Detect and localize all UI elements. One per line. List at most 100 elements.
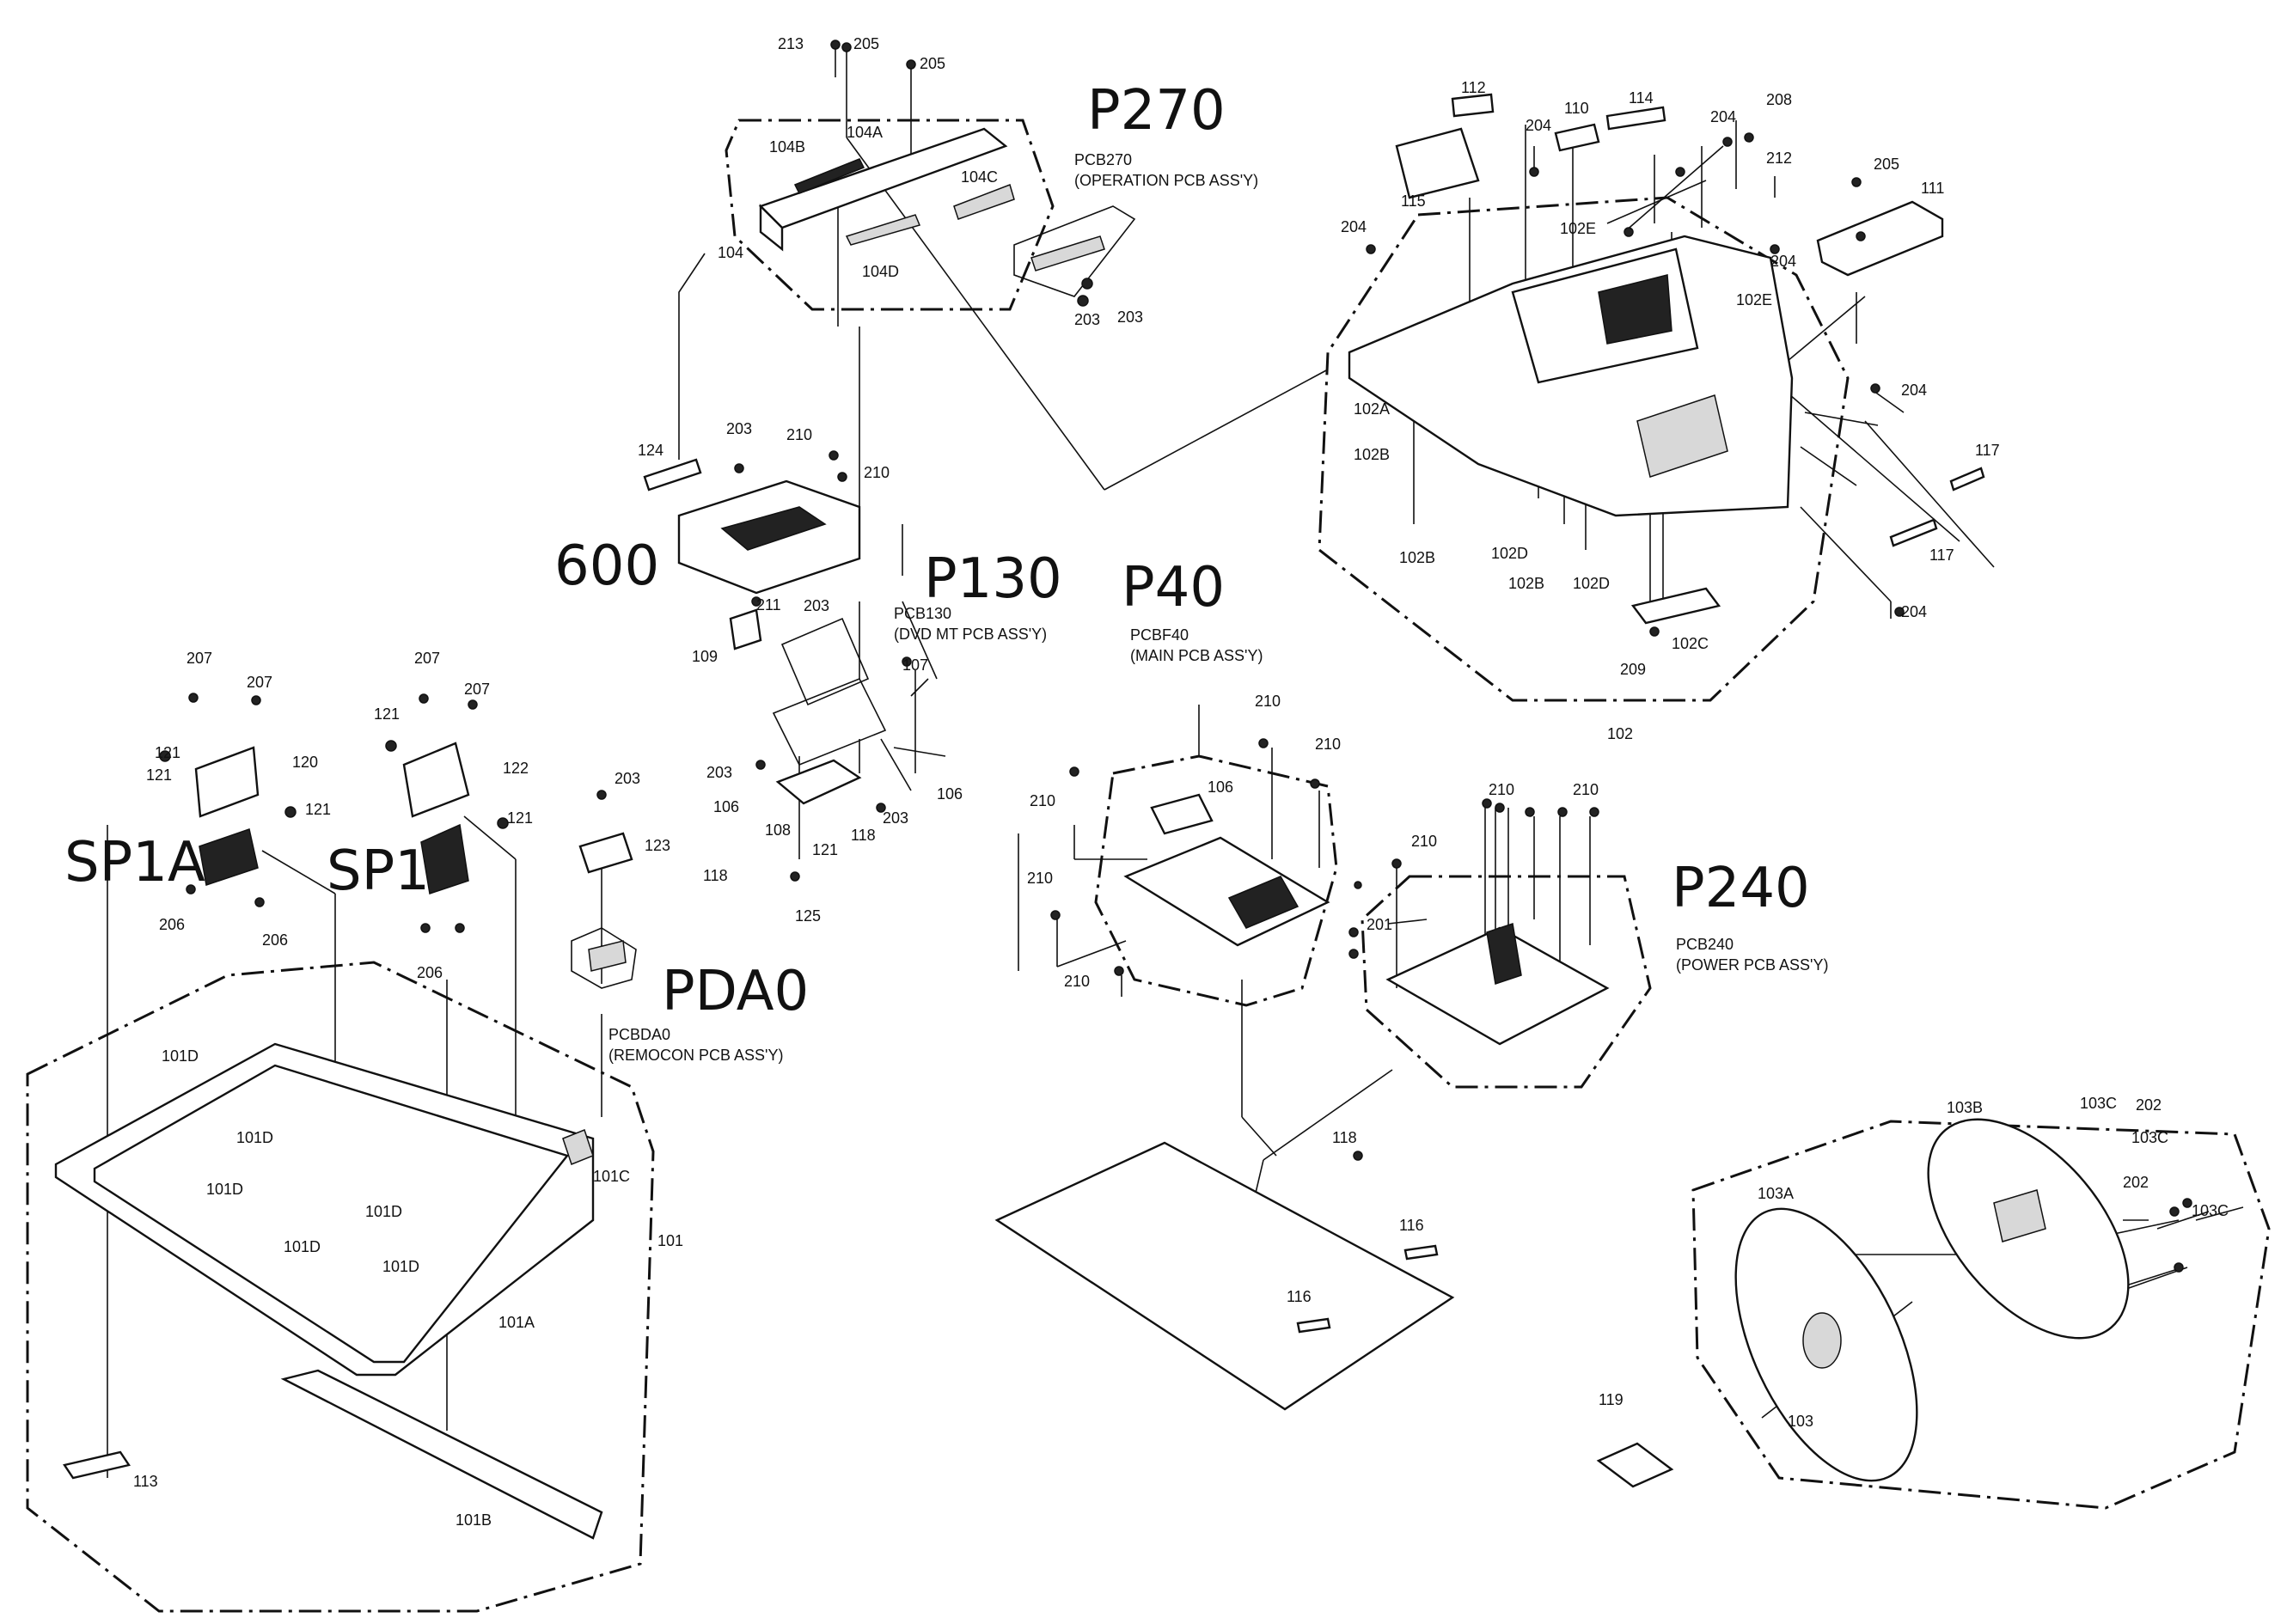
pcb270-board xyxy=(1030,235,1105,272)
boundary-102 xyxy=(1318,196,1850,702)
part-label-203b: 203 xyxy=(1117,308,1143,326)
part-115 xyxy=(1395,127,1480,199)
boundary-f40 xyxy=(1094,754,1338,1007)
part-117a xyxy=(1949,467,1985,491)
part-label-205a: 205 xyxy=(853,35,879,52)
part-label-110: 110 xyxy=(1564,100,1589,117)
part-label-116b: 116 xyxy=(1287,1288,1312,1305)
part-label-114: 114 xyxy=(1629,89,1654,107)
part-label-102b3: 102B xyxy=(1508,575,1544,592)
callout-600: 600 xyxy=(554,534,659,598)
part-label-117b: 117 xyxy=(1929,546,1954,564)
part-label-111: 111 xyxy=(1921,180,1944,197)
part-label-203d: 203 xyxy=(804,597,829,614)
part-label-102d1: 102D xyxy=(1491,545,1528,562)
part-label-103c1: 103C xyxy=(2080,1095,2117,1112)
speaker-bracket-120 xyxy=(194,746,260,818)
part-label-103c3: 103C xyxy=(2192,1202,2229,1219)
part-123 xyxy=(578,832,633,874)
part-label-210b: 210 xyxy=(864,464,890,481)
callout-p270: P270 xyxy=(1087,79,1226,143)
pcbf40-name: (MAIN PCB ASS'Y) xyxy=(1130,647,1263,664)
pcb240-name: (POWER PCB ASS'Y) xyxy=(1676,956,1828,974)
part-label-121c: 121 xyxy=(374,705,400,723)
part-119 xyxy=(1596,1442,1674,1488)
part-label-202a: 202 xyxy=(2136,1096,2162,1114)
part-label-104c: 104C xyxy=(961,168,998,186)
pcbda0-code: PCBDA0 xyxy=(608,1026,670,1043)
part-label-210a: 210 xyxy=(786,426,812,443)
callout-pda0: PDA0 xyxy=(662,960,809,1023)
pcbf40-code: PCBF40 xyxy=(1130,626,1189,644)
pcbda0-outline xyxy=(571,927,637,989)
part-112 xyxy=(1451,93,1495,118)
part-label-210e: 210 xyxy=(1030,792,1055,809)
part-label-210f: 210 xyxy=(1027,870,1053,887)
part-label-203g: 203 xyxy=(883,809,908,827)
part-label-204a: 204 xyxy=(1526,117,1551,134)
leader-lines xyxy=(107,47,2244,1478)
part-label-211: 211 xyxy=(756,596,781,614)
callout-p240: P240 xyxy=(1672,857,1810,920)
part-label-210d: 210 xyxy=(1315,736,1341,753)
callout-p40: P40 xyxy=(1122,556,1225,620)
strip-101b xyxy=(280,1369,603,1540)
part-label-204f: 204 xyxy=(1901,603,1927,620)
part-109 xyxy=(729,608,762,650)
part-label-121e: 121 xyxy=(146,766,172,784)
part-label-101d3: 101D xyxy=(206,1181,243,1198)
part-label-102e1: 102E xyxy=(1560,220,1596,237)
pcb270-outline xyxy=(1013,205,1136,297)
part-label-121b: 121 xyxy=(305,801,331,818)
part-label-207a: 207 xyxy=(187,650,212,667)
pcbf40-board xyxy=(1123,836,1330,947)
pcb130-frame xyxy=(772,677,887,766)
part-110 xyxy=(1554,123,1600,152)
part-label-121f: 121 xyxy=(812,841,838,858)
part-label-118c: 118 xyxy=(1332,1129,1357,1146)
part-label-102b1: 102B xyxy=(1354,446,1390,463)
part-label-125: 125 xyxy=(795,907,821,925)
front-cabinet-window xyxy=(93,1064,570,1364)
callout-sp1: SP1 xyxy=(327,839,430,903)
pcbda0-name: (REMOCON PCB ASS'Y) xyxy=(608,1047,783,1064)
screw-markers xyxy=(159,40,2192,1273)
part-label-103: 103 xyxy=(1788,1413,1813,1430)
part-label-121a: 121 xyxy=(155,744,180,761)
chassis-frame xyxy=(994,1141,1455,1411)
part-label-206c: 206 xyxy=(417,964,443,981)
part-label-207d: 207 xyxy=(464,681,490,698)
stand-hub xyxy=(1802,1312,1842,1369)
part-label-104: 104 xyxy=(718,244,743,261)
part-label-204c: 204 xyxy=(1341,218,1367,235)
part-label-207b: 207 xyxy=(247,674,272,691)
pcb270-code: PCB270 xyxy=(1074,151,1132,168)
part-label-201: 201 xyxy=(1367,916,1392,933)
boundary-240 xyxy=(1361,875,1652,1089)
part-label-213: 213 xyxy=(778,35,804,52)
part-label-203c: 203 xyxy=(726,420,752,437)
part-label-101b: 101B xyxy=(456,1511,492,1529)
pcb130-board xyxy=(775,759,862,805)
part-116a xyxy=(1403,1244,1439,1261)
callout-p130: P130 xyxy=(924,547,1062,611)
part-label-203a: 203 xyxy=(1074,311,1100,328)
part-label-209: 209 xyxy=(1620,661,1646,678)
pcb240-components xyxy=(1486,923,1522,985)
part-label-210i: 210 xyxy=(1489,781,1514,798)
part-label-210h: 210 xyxy=(1411,833,1437,850)
part-label-101: 101 xyxy=(657,1232,683,1249)
label-113 xyxy=(63,1450,131,1480)
cover-111 xyxy=(1816,200,1944,277)
part-label-102d2: 102D xyxy=(1573,575,1610,592)
part-label-206a: 206 xyxy=(159,916,185,933)
callout-sp1a: SP1A xyxy=(64,831,205,894)
part-label-202b: 202 xyxy=(2123,1174,2149,1191)
part-label-106b: 106 xyxy=(937,785,963,803)
speaker-bracket-122 xyxy=(402,742,470,818)
part-label-116a: 116 xyxy=(1399,1217,1424,1234)
part-label-210c: 210 xyxy=(1255,693,1281,710)
part-117b xyxy=(1889,518,1938,547)
